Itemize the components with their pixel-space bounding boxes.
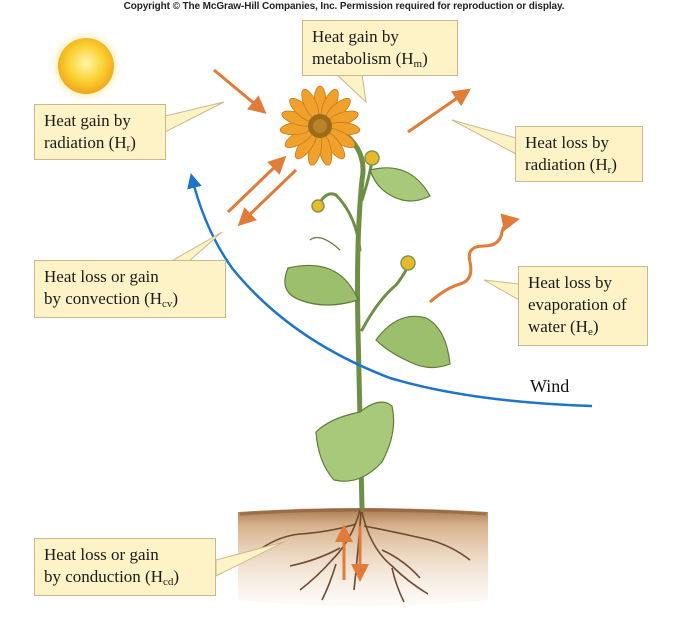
- label-convection-line1: Heat loss or gain: [44, 267, 159, 286]
- label-evaporation-sub: e: [587, 326, 593, 338]
- heat-arrows: [213, 68, 520, 582]
- label-metabolism-line1: Heat gain by: [312, 27, 399, 46]
- label-radiation-gain-line2: radiation (H: [44, 133, 127, 152]
- label-radiation-loss-sub: r: [607, 164, 612, 176]
- flower-buds: [311, 150, 416, 271]
- label-radiation-gain: Heat gain by radiation (Hr): [34, 104, 166, 160]
- sun-icon: [50, 30, 122, 102]
- label-convection: Heat loss or gain by convection (Hcv): [34, 260, 226, 318]
- label-metabolism-sub: m: [413, 58, 423, 70]
- label-conduction-line1: Heat loss or gain: [44, 545, 159, 564]
- label-radiation-gain-line1: Heat gain by: [44, 111, 131, 130]
- radiation-gain-arrow: [213, 68, 267, 114]
- label-radiation-loss-line1: Heat loss by: [525, 133, 610, 152]
- label-conduction-line2: by conduction (H: [44, 567, 163, 586]
- label-metabolism: Heat gain by metabolism (Hm): [302, 20, 458, 76]
- radiation-loss-arrow: [407, 88, 471, 134]
- label-metabolism-line2: metabolism (H: [312, 49, 414, 68]
- sunflower: [279, 85, 361, 166]
- label-pointers: [164, 73, 520, 577]
- plant-leaves: [284, 167, 451, 482]
- label-convection-line2: by convection (H: [44, 289, 163, 308]
- label-evaporation: Heat loss by evaporation of water (He): [518, 266, 648, 346]
- wind-arrow: [187, 173, 593, 408]
- label-radiation-gain-sub: r: [126, 142, 131, 154]
- label-convection-sub: cv: [162, 298, 173, 310]
- copyright-notice: Copyright © The McGraw-Hill Companies, I…: [123, 1, 565, 12]
- label-conduction: Heat loss or gain by conduction (Hcd): [34, 538, 216, 596]
- label-evaporation-line1: Heat loss by: [528, 273, 613, 292]
- label-radiation-loss: Heat loss by radiation (Hr): [515, 126, 643, 182]
- label-evaporation-line3: water (H: [528, 317, 588, 336]
- convection-arrow-down: [237, 168, 298, 227]
- convection-arrow-up: [226, 155, 287, 214]
- label-conduction-sub: cd: [162, 576, 174, 588]
- soil: [238, 508, 488, 606]
- wind-label: Wind: [530, 376, 570, 396]
- evaporation-arrow: [429, 213, 520, 304]
- roots: [261, 509, 471, 603]
- label-radiation-loss-line2: radiation (H: [525, 155, 608, 174]
- label-evaporation-line2: evaporation of: [528, 295, 627, 314]
